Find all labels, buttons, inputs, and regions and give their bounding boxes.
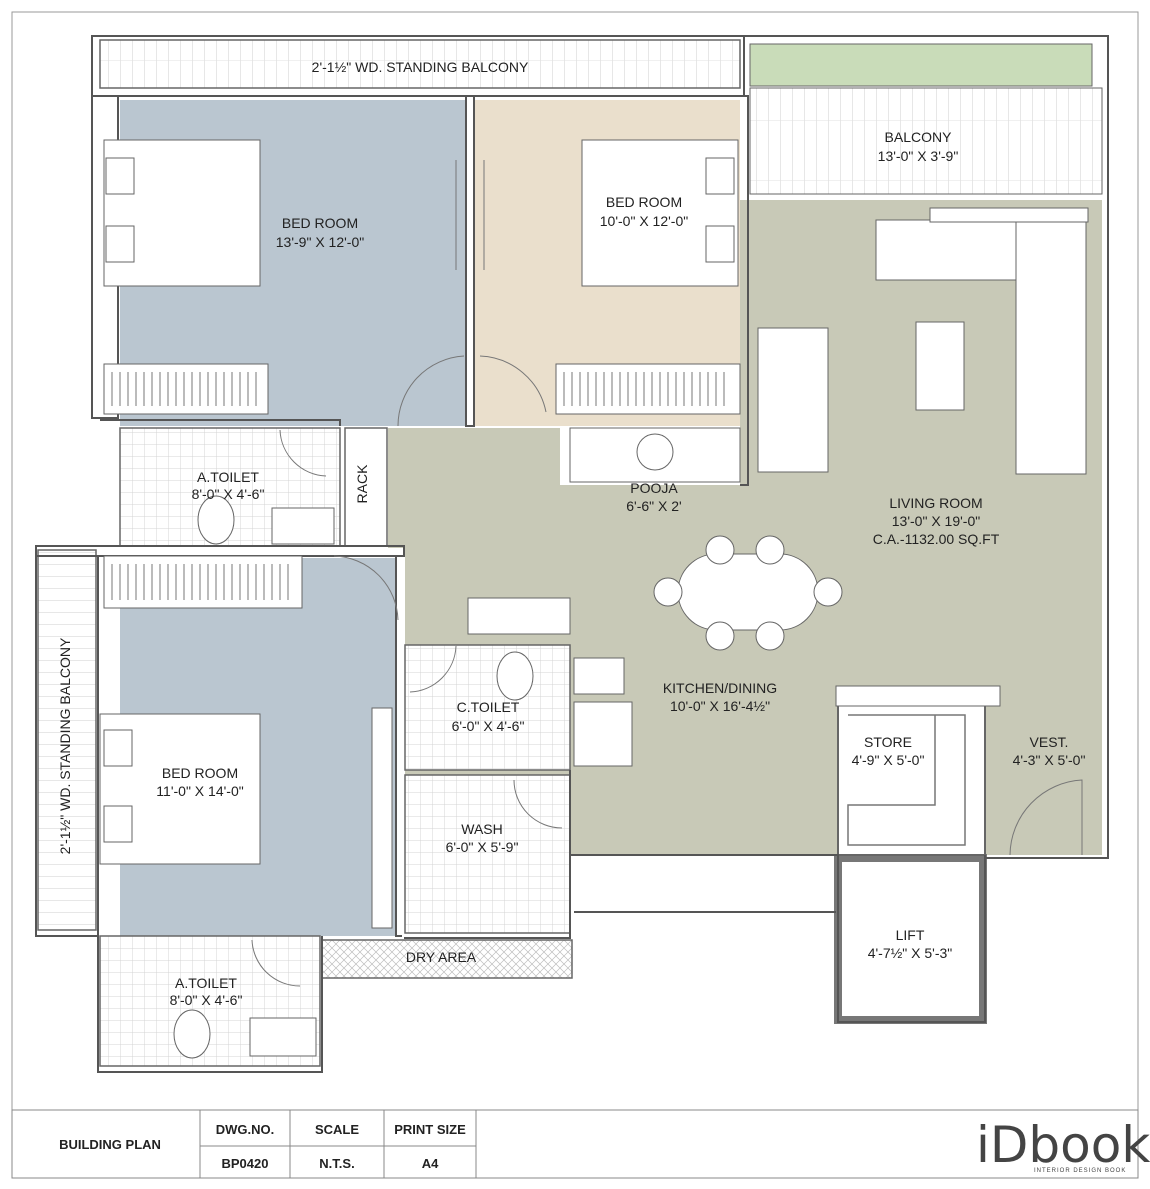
living-room-size: 13'-0" X 19'-0" — [892, 513, 980, 529]
rack-label: RACK — [354, 464, 370, 504]
idbook-tagline: INTERIOR DESIGN BOOK — [1034, 1168, 1126, 1174]
bedroom-2-furniture — [479, 139, 741, 415]
common-toilet-size: 6'-0" X 4'-6" — [452, 718, 525, 734]
pooja-size: 6'-6" X 2' — [626, 498, 681, 514]
bedroom-1-name: BED ROOM — [282, 215, 358, 231]
toilet-2-fixtures — [173, 939, 317, 1059]
store-size: 4'-9" X 5'-0" — [852, 752, 925, 768]
bedroom-3-size: 11'-0" X 14'-0" — [156, 783, 243, 799]
vestibule-size: 4'-3" X 5'-0" — [1013, 752, 1086, 768]
toilet-2-name: A.TOILET — [175, 975, 237, 991]
top-balcony — [99, 39, 741, 89]
scale-value: N.T.S. — [319, 1156, 354, 1171]
bedroom-3-furniture — [99, 555, 399, 929]
scale-header: SCALE — [315, 1122, 359, 1137]
kitchen-size: 10'-0" X 16'-4½" — [670, 698, 770, 714]
pooja-lotus-icon — [636, 433, 674, 471]
top-balcony-label: 2'-1½" WD. STANDING BALCONY — [312, 59, 529, 75]
toilet-1-name: A.TOILET — [197, 469, 259, 485]
garden-strip — [749, 43, 1093, 87]
right-balcony — [749, 87, 1103, 195]
kitchen-name: KITCHEN/DINING — [663, 680, 777, 696]
toilet-1-size: 8'-0" X 4'-6" — [192, 486, 265, 502]
common-toilet-floor — [404, 644, 571, 771]
toilet-2-size: 8'-0" X 4'-6" — [170, 992, 243, 1008]
right-balcony-size: 13'-0" X 3'-9" — [878, 148, 959, 164]
print-size-header: PRINT SIZE — [394, 1122, 466, 1137]
rack — [344, 427, 388, 547]
walls — [35, 35, 1109, 1073]
wash-floor — [404, 774, 571, 934]
store-name: STORE — [864, 734, 912, 750]
living-room-carpet-area: C.A.-1132.00 SQ.FT — [873, 531, 1000, 547]
vestibule-name: VEST. — [1030, 734, 1069, 750]
left-balcony — [37, 549, 97, 931]
bedroom-3-name: BED ROOM — [162, 765, 238, 781]
common-toilet-name: C.TOILET — [457, 699, 520, 715]
lift-name: LIFT — [896, 927, 925, 943]
dwg-no-header: DWG.NO. — [216, 1122, 275, 1137]
print-size-value: A4 — [422, 1156, 439, 1171]
idbook-logo: iDbook — [976, 1116, 1150, 1174]
title-block-title: BUILDING PLAN — [59, 1137, 161, 1152]
bedroom-1-size: 13'-9" X 12'-0" — [276, 234, 364, 250]
lift-size: 4'-7½" X 5'-3" — [868, 945, 953, 961]
living-room-name: LIVING ROOM — [889, 495, 982, 511]
right-balcony-name: BALCONY — [885, 129, 953, 145]
dwg-no-value: BP0420 — [222, 1156, 269, 1171]
store-room — [837, 704, 986, 856]
bedroom-2-name: BED ROOM — [606, 194, 682, 210]
dry-area-label: DRY AREA — [406, 949, 477, 965]
left-balcony-label: 2'-1½" WD. STANDING BALCONY — [57, 637, 73, 854]
common-toilet-fixtures — [409, 597, 571, 829]
wash-size: 6'-0" X 5'-9" — [446, 839, 519, 855]
bedroom-2-size: 10'-0" X 12'-0" — [600, 213, 688, 229]
wash-name: WASH — [461, 821, 502, 837]
title-block: BUILDING PLAN DWG.NO. BP0420 SCALE N.T.S… — [11, 1109, 1150, 1179]
bedroom-1-furniture — [103, 139, 465, 427]
toilet-1-fixtures — [197, 429, 335, 545]
pooja-name: POOJA — [630, 480, 678, 496]
living-furniture — [573, 207, 1089, 856]
